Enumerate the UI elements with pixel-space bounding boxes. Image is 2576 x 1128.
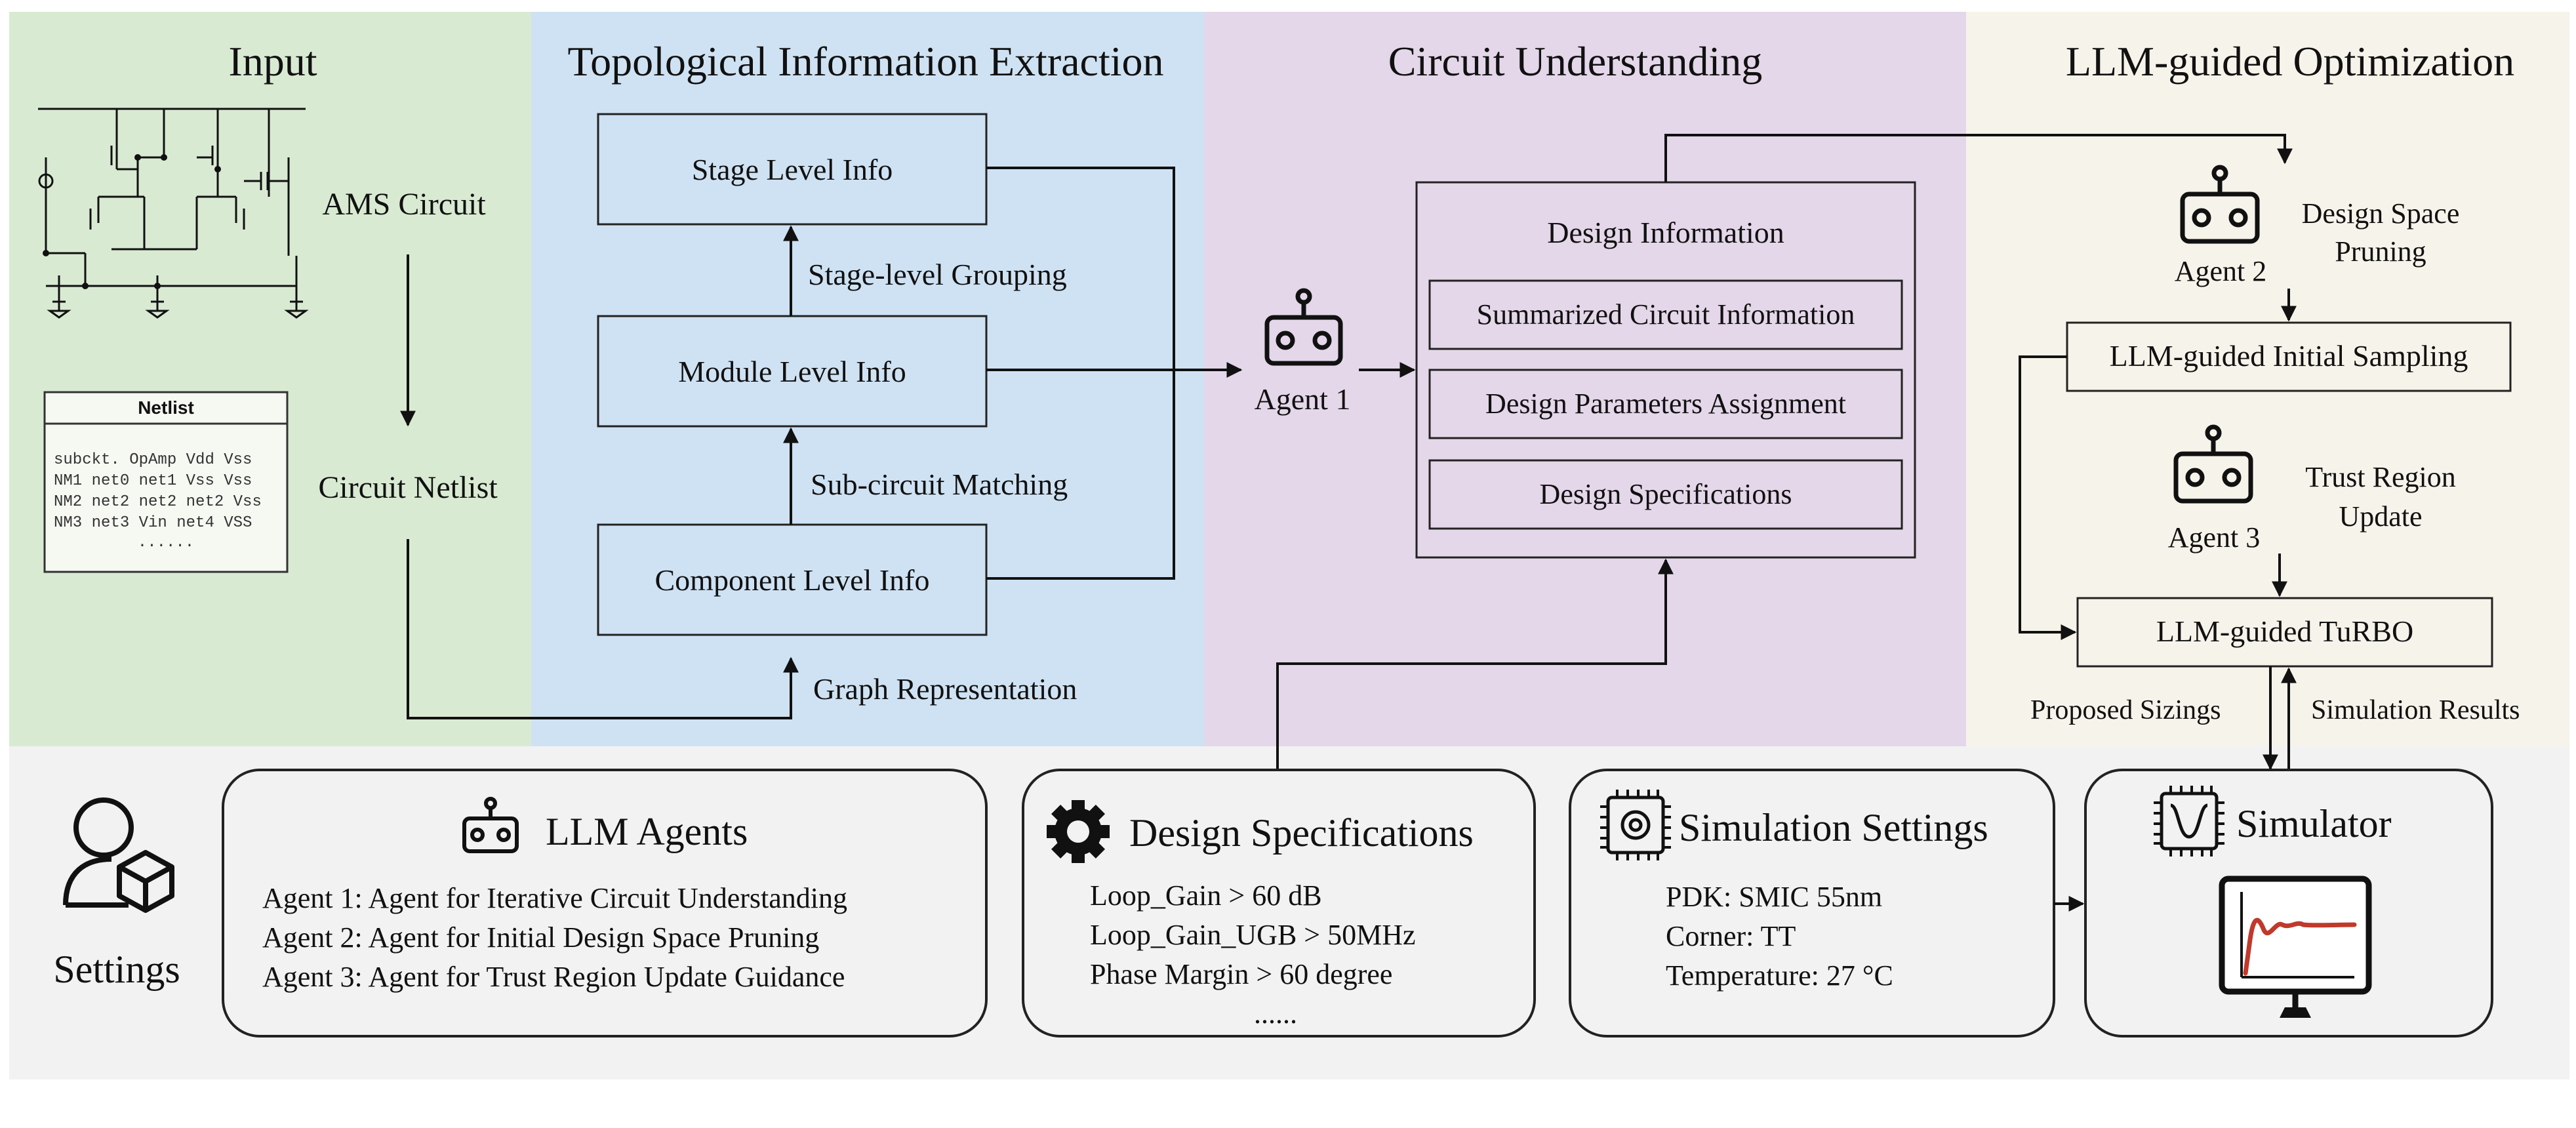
design-spec-line: Loop_Gain > 60 dB [1090, 879, 1322, 912]
turbo-box [2076, 597, 2493, 668]
llm-agents-title: LLM Agents [546, 810, 748, 853]
netlist-title: Netlist [138, 397, 194, 418]
section-title-understanding: Circuit Understanding [1388, 38, 1763, 85]
design-spec-line: Loop_Gain_UGB > 50MHz [1090, 919, 1416, 951]
turbo-label: LLM-guided TuRBO [2156, 614, 2414, 648]
netlist-box [43, 391, 289, 573]
initial-sampling-label: LLM-guided Initial Sampling [2109, 339, 2468, 373]
arrow-sampling-to-turbo [2019, 355, 2077, 640]
bracket-stage [986, 167, 1175, 580]
input-panel [9, 12, 531, 746]
subcircuit-matching-label: Sub-circuit Matching [811, 468, 1068, 501]
sim-settings-title: Simulation Settings [1679, 806, 1988, 849]
graph-representation-label: Graph Representation [813, 672, 1077, 706]
arrow-specs-to-design-info [1276, 558, 1674, 770]
agent2-task-label: Pruning [2335, 235, 2426, 268]
design-spec-more: ...... [1254, 997, 1297, 1030]
design-item-box-2 [1428, 369, 1903, 439]
design-information-title: Design Information [1547, 216, 1784, 249]
agent3-task-label: Update [2339, 500, 2423, 533]
netlist-line: subckt. OpAmp Vdd Vss [54, 451, 252, 469]
circuit-netlist-label: Circuit Netlist [318, 470, 498, 505]
design-specs-card [1022, 769, 1536, 1037]
sim-setting-line: PDK: SMIC 55nm [1666, 881, 1883, 913]
section-title-input: Input [228, 38, 317, 85]
proposed-sizings-label: Proposed Sizings [2030, 695, 2221, 725]
design-specs-title: Design Specifications [1129, 811, 1474, 855]
arrow-netlist-to-graph [407, 539, 799, 719]
agent3-label: Agent 3 [2167, 521, 2261, 554]
module-level-label: Module Level Info [678, 355, 906, 388]
simulation-results-label: Simulation Results [2311, 695, 2520, 725]
netlist-line: NM3 net3 Vin net4 VSS [54, 514, 252, 532]
component-level-label: Component Level Info [654, 563, 930, 597]
ams-circuit-label: AMS Circuit [322, 187, 486, 222]
agent1-label: Agent 1 [1254, 382, 1351, 416]
netlist-more: ...... [137, 534, 195, 552]
section-title-optimization: LLM-guided Optimization [2065, 38, 2515, 85]
agent2-label: Agent 2 [2174, 255, 2267, 287]
llm-agent-line: Agent 1: Agent for Iterative Circuit Und… [262, 882, 847, 914]
settings-label: Settings [53, 948, 180, 991]
simulator-title: Simulator [2236, 802, 2392, 845]
stage-level-box [597, 113, 988, 226]
design-item-label: Design Parameters Assignment [1485, 388, 1846, 420]
llm-agent-line: Agent 3: Agent for Trust Region Update G… [262, 961, 845, 993]
sim-setting-line: Corner: TT [1666, 920, 1796, 952]
agent2-task-label: Design Space [2301, 197, 2460, 230]
llm-agents-card [222, 769, 988, 1037]
netlist-line: NM2 net2 net2 net2 Vss [54, 493, 262, 511]
agent3-task-label: Trust Region [2305, 461, 2456, 493]
design-item-box-3 [1428, 459, 1903, 530]
component-level-box [597, 523, 988, 636]
llm-agent-line: Agent 2: Agent for Initial Design Space … [262, 921, 820, 954]
design-item-box-1 [1428, 279, 1903, 350]
sim-setting-line: Temperature: 27 °C [1666, 959, 1893, 992]
stage-grouping-label: Stage-level Grouping [808, 258, 1067, 291]
module-level-box [597, 315, 988, 428]
design-item-label: Summarized Circuit Information [1476, 298, 1855, 331]
design-spec-line: Phase Margin > 60 degree [1090, 958, 1393, 990]
schematic-nodes [43, 154, 221, 289]
section-title-extraction: Topological Information Extraction [567, 38, 1164, 85]
arrow-understanding-to-optimization [1664, 134, 2293, 182]
design-item-label: Design Specifications [1539, 478, 1792, 510]
stage-level-label: Stage Level Info [691, 153, 893, 186]
netlist-line: NM1 net0 net1 Vss Vss [54, 472, 252, 490]
